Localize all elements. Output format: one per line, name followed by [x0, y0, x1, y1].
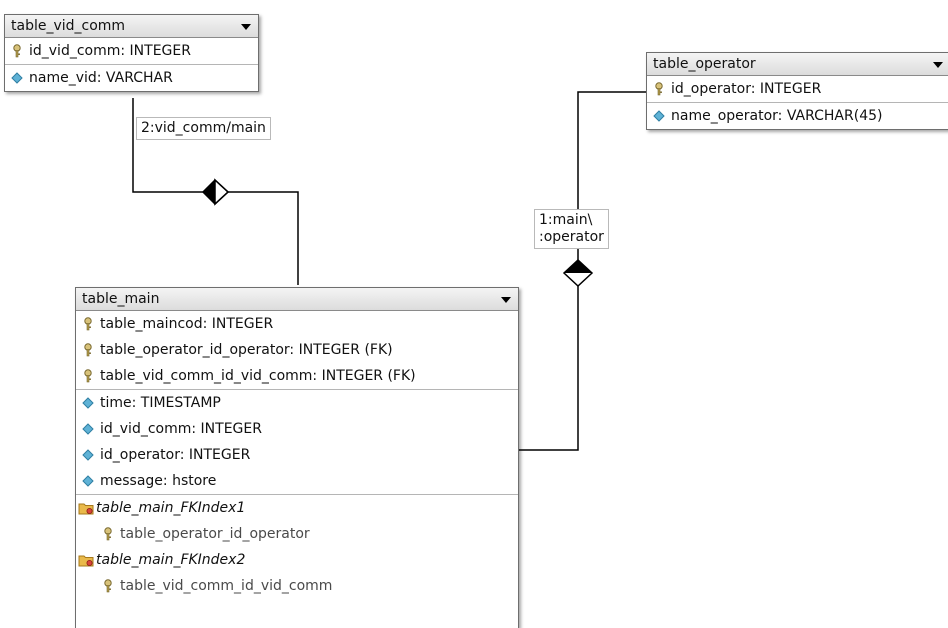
index-folder-icon: [78, 501, 96, 515]
index-label: table_main_FKIndex2: [96, 552, 246, 568]
attribute-row[interactable]: id_operator: INTEGER: [76, 442, 518, 468]
relationship-label-vid-comm-main: 2:vid_comm/main: [136, 117, 271, 140]
key-icon: [653, 82, 671, 96]
primary-key-row[interactable]: id_vid_comm: INTEGER: [5, 38, 258, 64]
column-label: table_operator_id_operator: INTEGER (FK): [100, 342, 393, 358]
key-icon: [11, 44, 29, 58]
primary-key-section: table_maincod: INTEGER table_operator_id…: [76, 311, 518, 390]
relationship-label-main-operator: 1:main\ :operator: [534, 209, 609, 249]
entity-table-main[interactable]: table_main table_maincod: INTEGER table_…: [75, 287, 519, 628]
column-label: id_operator: INTEGER: [100, 447, 251, 463]
column-label: message: hstore: [100, 473, 217, 489]
key-icon: [82, 343, 100, 357]
chevron-down-icon[interactable]: [501, 297, 511, 303]
attribute-section: time: TIMESTAMP id_vid_comm: INTEGER id_…: [76, 390, 518, 495]
column-label: id_vid_comm: INTEGER: [100, 421, 262, 437]
attribute-row[interactable]: message: hstore: [76, 468, 518, 494]
primary-key-section: id_operator: INTEGER: [647, 76, 948, 103]
index-section: table_main_FKIndex1 table_operator_id_op…: [76, 495, 518, 599]
chevron-down-icon[interactable]: [933, 62, 943, 68]
key-icon: [102, 579, 120, 593]
primary-key-row[interactable]: table_vid_comm_id_vid_comm: INTEGER (FK): [76, 363, 518, 389]
index-column-row[interactable]: table_vid_comm_id_vid_comm: [76, 573, 518, 599]
index-column-label: table_operator_id_operator: [120, 526, 310, 542]
column-label: id_operator: INTEGER: [671, 81, 822, 97]
attribute-row[interactable]: name_vid: VARCHAR: [5, 65, 258, 91]
index-row[interactable]: table_main_FKIndex2: [76, 547, 518, 573]
entity-header[interactable]: table_vid_comm: [5, 15, 258, 38]
key-icon: [102, 527, 120, 541]
index-row[interactable]: table_main_FKIndex1: [76, 495, 518, 521]
index-column-label: table_vid_comm_id_vid_comm: [120, 578, 333, 594]
column-label: name_operator: VARCHAR(45): [671, 108, 883, 124]
primary-key-row[interactable]: id_operator: INTEGER: [647, 76, 948, 102]
diamond-icon: [82, 449, 100, 461]
entity-title: table_operator: [653, 56, 756, 72]
column-label: table_vid_comm_id_vid_comm: INTEGER (FK): [100, 368, 416, 384]
attribute-section: name_operator: VARCHAR(45): [647, 103, 948, 129]
column-label: name_vid: VARCHAR: [29, 70, 173, 86]
column-label: id_vid_comm: INTEGER: [29, 43, 191, 59]
attribute-row[interactable]: id_vid_comm: INTEGER: [76, 416, 518, 442]
index-folder-icon: [78, 553, 96, 567]
chevron-down-icon[interactable]: [241, 24, 251, 30]
entity-header[interactable]: table_main: [76, 288, 518, 311]
column-label: table_maincod: INTEGER: [100, 316, 274, 332]
diamond-icon: [82, 423, 100, 435]
primary-key-section: id_vid_comm: INTEGER: [5, 38, 258, 65]
relationship-connectors: [132, 91, 646, 451]
diamond-icon: [11, 72, 29, 84]
attribute-section: name_vid: VARCHAR: [5, 65, 258, 91]
diamond-icon: [82, 397, 100, 409]
entity-title: table_vid_comm: [11, 18, 126, 34]
diamond-icon: [653, 110, 671, 122]
diamond-icon: [82, 475, 100, 487]
entity-header[interactable]: table_operator: [647, 53, 948, 76]
index-column-row[interactable]: table_operator_id_operator: [76, 521, 518, 547]
entity-table-vid-comm[interactable]: table_vid_comm id_vid_comm: INTEGER name…: [4, 14, 259, 92]
key-icon: [82, 369, 100, 383]
entity-title: table_main: [82, 291, 160, 307]
attribute-row[interactable]: time: TIMESTAMP: [76, 390, 518, 416]
primary-key-row[interactable]: table_operator_id_operator: INTEGER (FK): [76, 337, 518, 363]
index-label: table_main_FKIndex1: [96, 500, 246, 516]
primary-key-row[interactable]: table_maincod: INTEGER: [76, 311, 518, 337]
column-label: time: TIMESTAMP: [100, 395, 221, 411]
attribute-row[interactable]: name_operator: VARCHAR(45): [647, 103, 948, 129]
key-icon: [82, 317, 100, 331]
entity-table-operator[interactable]: table_operator id_operator: INTEGER name…: [646, 52, 948, 130]
